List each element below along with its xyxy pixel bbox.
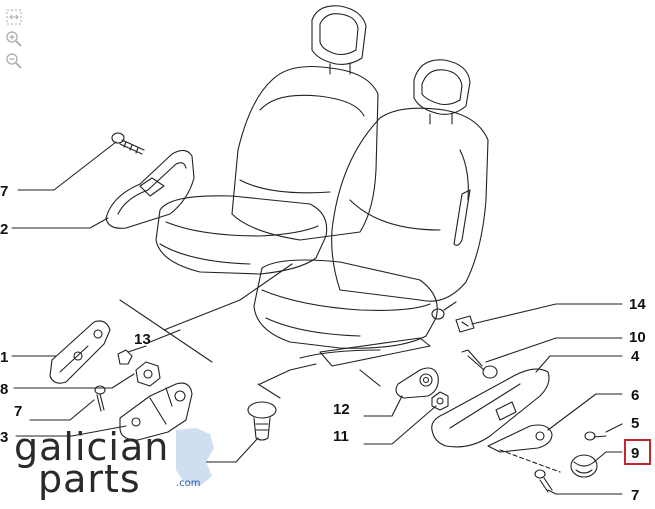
part-bolt-left <box>94 385 106 412</box>
part-label-14[interactable]: 14 <box>629 296 646 313</box>
part-lever <box>487 424 561 473</box>
part-label-9[interactable]: 9 <box>631 445 639 462</box>
part-label-7b[interactable]: 7 <box>14 403 22 420</box>
zoom-out-icon[interactable] <box>5 52 23 70</box>
part-label-2[interactable]: 2 <box>0 221 8 238</box>
part-label-13[interactable]: 13 <box>134 331 151 348</box>
part-label-12[interactable]: 12 <box>333 401 350 418</box>
part-label-11[interactable]: 11 <box>333 428 349 445</box>
part-knob <box>135 361 161 387</box>
part-nut <box>117 349 133 365</box>
selected-part-highlight <box>624 439 651 465</box>
part-label-5[interactable]: 5 <box>631 415 639 432</box>
part-pin <box>247 401 277 441</box>
region-map-icon <box>176 428 214 486</box>
assembly-guide-lines <box>119 263 381 399</box>
fit-screen-icon[interactable] <box>5 8 23 26</box>
part-handle <box>395 367 439 399</box>
brand-watermark-logo: galician parts .com <box>14 425 214 501</box>
logo-line-2: parts <box>38 457 141 501</box>
part-screw-top <box>111 132 145 155</box>
part-label-1[interactable]: 1 <box>0 349 8 366</box>
part-label-6[interactable]: 6 <box>631 387 639 404</box>
leader-lines <box>11 141 623 495</box>
part-side-cover <box>105 149 195 229</box>
part-side-trim <box>431 368 550 448</box>
logo-line-1: galician <box>14 425 169 469</box>
seat-left-drawing <box>155 5 379 275</box>
part-label-8[interactable]: 8 <box>0 381 8 398</box>
part-labels: 7 2 1 13 8 7 3 12 11 14 10 4 6 5 9 7 <box>0 183 646 504</box>
part-lever-pin <box>461 349 498 379</box>
part-screw-small <box>584 431 607 441</box>
part-lever-knob <box>570 454 598 478</box>
logo-domain: .com <box>176 478 201 489</box>
part-mechanism <box>119 382 193 441</box>
seat-right-drawing <box>253 59 489 367</box>
part-label-7c[interactable]: 7 <box>631 487 639 504</box>
part-washer <box>431 391 449 411</box>
part-label-10[interactable]: 10 <box>629 329 646 346</box>
zoom-in-icon[interactable] <box>5 30 23 48</box>
part-screw-bottom <box>534 469 553 493</box>
part-label-4[interactable]: 4 <box>631 348 640 365</box>
part-clip <box>455 315 475 333</box>
part-bracket <box>49 320 111 384</box>
part-label-7a[interactable]: 7 <box>0 183 8 200</box>
part-label-3[interactable]: 3 <box>0 429 8 446</box>
